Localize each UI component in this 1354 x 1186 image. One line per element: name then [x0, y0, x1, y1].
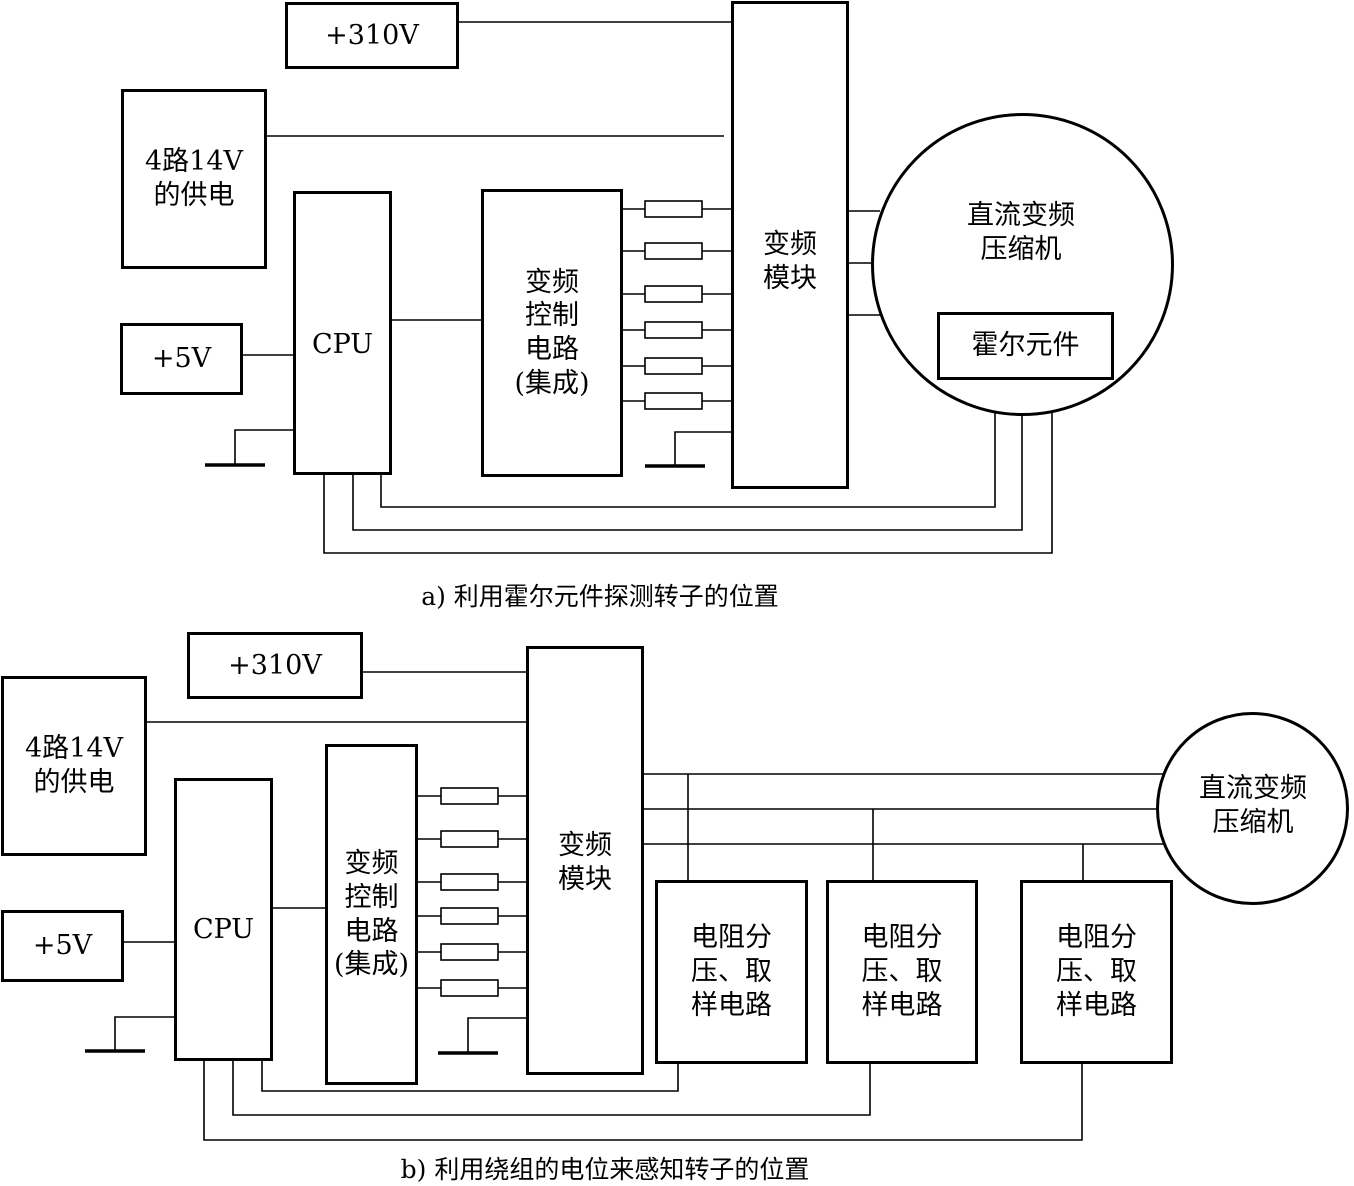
resistor [644, 242, 703, 260]
sampling-circuit-label-1: 电阻分 压、取 样电路 [691, 922, 772, 1021]
resistor [644, 285, 703, 303]
resistor [644, 321, 703, 339]
sampling-circuit-label-2: 电阻分 压、取 样电路 [861, 922, 943, 1021]
wires-diagram-b [85, 671, 1166, 1141]
compressor-label-a: 直流变频 压缩机 [967, 200, 1075, 265]
control-circuit-box-b: 变频 控制 电路 (集成) [325, 744, 418, 1085]
resistor [440, 907, 499, 925]
supply-310v-label-a: +310V [325, 19, 419, 51]
sampling-feedback-line-1 [261, 1059, 679, 1092]
hall-sensor-box-a: 霍尔元件 [937, 312, 1114, 380]
inverter-module-label-b: 变频 模块 [558, 830, 612, 895]
drive-lines-a [622, 200, 733, 410]
resistor [644, 392, 703, 410]
sampling-circuit-box-2: 电阻分 压、取 样电路 [826, 880, 978, 1064]
hall-feedback-line-1 [380, 378, 996, 508]
compressor-circle-b [1156, 712, 1349, 905]
inverter-module-box-a: 变频 模块 [731, 1, 849, 489]
wire-module-ground-b [467, 1017, 528, 1053]
supply-5v-box-b: +5V [1, 910, 124, 982]
cpu-label-b: CPU [192, 914, 255, 945]
supply-310v-box-a: +310V [285, 2, 459, 69]
hall-feedback-line-3 [323, 378, 1053, 554]
resistor [440, 830, 499, 848]
supply-14v-box-a: 4路14V 的供电 [121, 89, 267, 269]
supply-310v-box-b: +310V [187, 632, 363, 699]
sampling-circuit-label-3: 电阻分 压、取 样电路 [1056, 922, 1137, 1021]
sampling-feedback-line-2 [232, 1059, 871, 1116]
wires-diagram-a [205, 21, 1053, 554]
cpu-box-b: CPU [174, 778, 273, 1061]
cpu-box-a: CPU [293, 191, 392, 475]
control-circuit-box-a: 变频 控制 电路 (集成) [481, 189, 623, 477]
supply-14v-label-b: 4路14V 的供电 [24, 733, 124, 798]
sampling-feedback-line-3 [203, 1059, 1083, 1141]
resistor [644, 200, 703, 218]
resistor [440, 979, 499, 997]
caption-b: b) 利用绕组的电位来感知转子的位置 [400, 1155, 810, 1184]
resistor [644, 357, 703, 375]
cpu-label-a: CPU [311, 329, 374, 360]
sampling-circuit-box-1: 电阻分 压、取 样电路 [655, 880, 808, 1064]
resistor [440, 873, 499, 891]
control-circuit-label-a: 变频 控制 电路 (集成) [514, 266, 590, 399]
supply-5v-label-a: +5V [151, 343, 212, 375]
resistor [440, 787, 499, 805]
hall-feedback-line-2 [352, 378, 1023, 531]
hall-sensor-label-a: 霍尔元件 [971, 330, 1080, 362]
supply-310v-label-b: +310V [228, 649, 322, 681]
sampling-circuit-box-3: 电阻分 压、取 样电路 [1020, 880, 1173, 1064]
wire-cpu-ground-b [114, 1016, 176, 1051]
caption-a: a) 利用霍尔元件探测转子的位置 [421, 582, 779, 611]
supply-14v-box-b: 4路14V 的供电 [1, 676, 147, 856]
wire-module-ground-a [674, 431, 733, 466]
resistor [440, 943, 499, 961]
control-circuit-label-b: 变频 控制 电路 (集成) [333, 848, 410, 981]
inverter-module-box-b: 变频 模块 [526, 646, 644, 1075]
supply-5v-box-a: +5V [120, 323, 243, 395]
compressor-label-b: 直流变频 压缩机 [1199, 773, 1307, 838]
supply-14v-label-a: 4路14V 的供电 [144, 146, 244, 211]
wire-cpu-ground-a [234, 429, 295, 465]
supply-5v-label-b: +5V [32, 930, 93, 962]
inverter-module-label-a: 变频 模块 [763, 229, 817, 294]
drive-lines-b [416, 787, 528, 997]
